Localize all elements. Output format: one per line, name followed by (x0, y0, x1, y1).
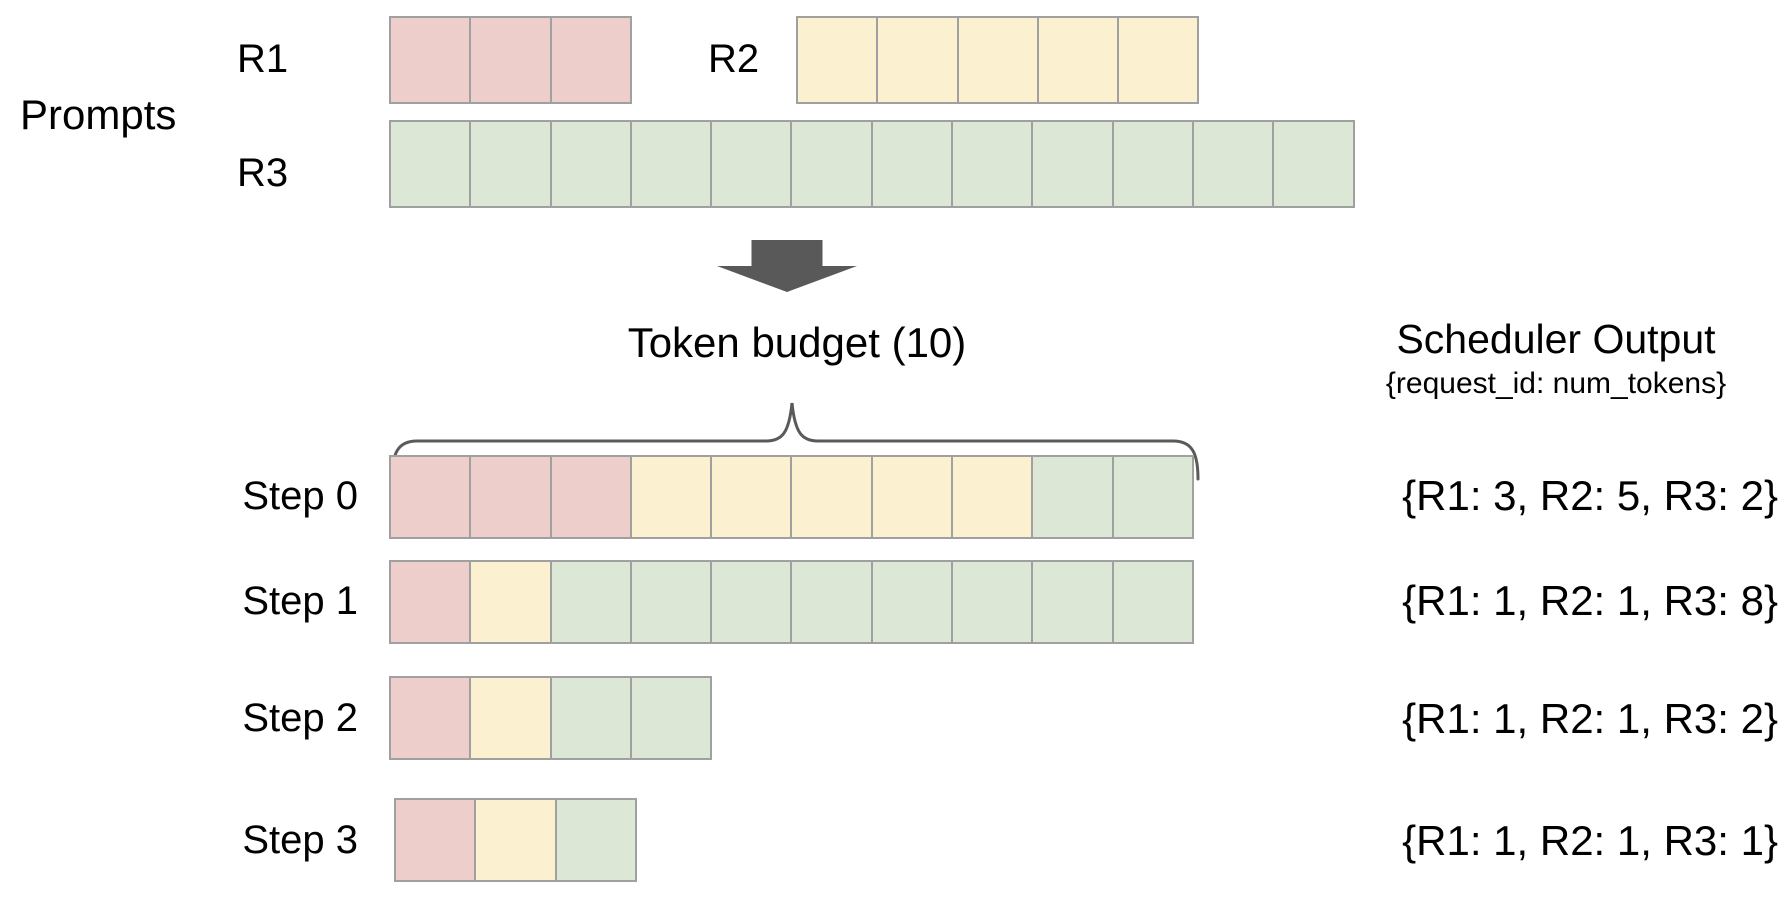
scheduler-output-title: Scheduler Output (1396, 316, 1716, 362)
token-cell-r2 (1118, 17, 1199, 103)
scheduler-output-step-2: {R1: 1, R2: 1, R3: 2} (1402, 695, 1778, 742)
token-cell-r1 (550, 456, 631, 538)
token-cell-r3 (871, 561, 953, 643)
token-row-r3 (389, 120, 1355, 208)
step-0-label: Step 0 (242, 474, 358, 518)
token-cell-r3 (1192, 121, 1274, 207)
token-cell-r3 (550, 121, 631, 207)
token-cell-r3 (555, 799, 636, 881)
request-label-r2: R2 (708, 37, 760, 81)
token-cell-r3 (871, 121, 953, 207)
token-cell-r1 (390, 677, 471, 759)
token-cell-r3 (791, 121, 872, 207)
token-cell-r3 (1032, 456, 1113, 538)
token-cell-r2 (791, 456, 872, 538)
token-cell-r2 (877, 17, 958, 103)
token-cell-r3 (952, 121, 1033, 207)
request-label-r1: R1 (237, 37, 289, 81)
token-cell-r3 (630, 677, 712, 759)
token-cell-r3 (550, 677, 631, 759)
token-cell-r3 (550, 561, 631, 643)
token-row-step-2 (389, 676, 713, 760)
token-cell-r2 (871, 456, 953, 538)
token-cell-r2 (711, 456, 792, 538)
token-cell-r3 (711, 561, 792, 643)
token-cell-r2 (1037, 17, 1119, 103)
token-budget-label: Token budget (10) (627, 319, 967, 366)
scheduler-output-step-1: {R1: 1, R2: 1, R3: 8} (1402, 577, 1778, 624)
token-cell-r3 (952, 561, 1033, 643)
scheduler-output-step-0: {R1: 3, R2: 5, R3: 2} (1402, 472, 1778, 519)
curly-brace-icon (390, 402, 1200, 481)
token-row-r1 (389, 16, 632, 104)
token-cell-r1 (470, 17, 551, 103)
token-cell-r1 (390, 17, 471, 103)
token-cell-r3 (791, 561, 872, 643)
token-cell-r3 (1273, 121, 1354, 207)
prompts-section-label: Prompts (20, 91, 177, 138)
token-cell-r2 (475, 799, 556, 881)
token-cell-r2 (957, 17, 1038, 103)
token-cell-r1 (390, 456, 471, 538)
token-cell-r2 (630, 456, 712, 538)
step-3-label: Step 3 (242, 818, 358, 862)
token-cell-r1 (470, 456, 551, 538)
step-1-label: Step 1 (242, 579, 358, 623)
scheduler-output-subtitle: {request_id: num_tokens} (1385, 367, 1727, 400)
token-cell-r3 (470, 121, 551, 207)
token-cell-r3 (1032, 121, 1113, 207)
request-label-r3: R3 (237, 151, 289, 195)
token-cell-r1 (390, 561, 471, 643)
token-cell-r3 (1032, 561, 1113, 643)
token-cell-r2 (952, 456, 1033, 538)
token-cell-r3 (1112, 561, 1193, 643)
token-cell-r3 (1112, 456, 1193, 538)
token-cell-r2 (797, 17, 878, 103)
token-cell-r1 (395, 799, 476, 881)
token-row-r2 (796, 16, 1200, 104)
step-2-label: Step 2 (242, 696, 358, 740)
token-cell-r2 (470, 561, 551, 643)
token-row-step-1 (389, 560, 1194, 644)
token-cell-r2 (470, 677, 551, 759)
token-cell-r3 (630, 561, 712, 643)
token-cell-r3 (1112, 121, 1193, 207)
token-row-step-0 (389, 455, 1194, 539)
token-cell-r3 (390, 121, 471, 207)
token-row-step-3 (394, 798, 637, 882)
token-cell-r1 (550, 17, 631, 103)
scheduler-output-step-3: {R1: 1, R2: 1, R3: 1} (1402, 817, 1778, 864)
token-cell-r3 (711, 121, 792, 207)
down-arrow-icon (717, 240, 857, 292)
token-cell-r3 (630, 121, 712, 207)
